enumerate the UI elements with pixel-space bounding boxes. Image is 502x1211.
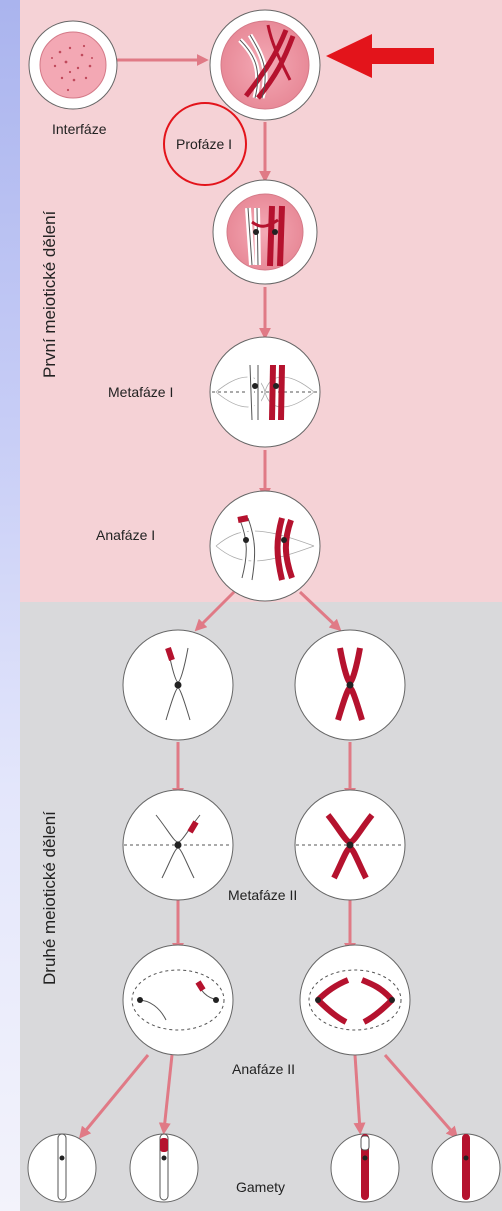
- interphase-label: Interfáze: [52, 121, 107, 137]
- first-division-label: První meiotické dělení: [40, 210, 59, 378]
- anaphase2-right-cell: [299, 944, 411, 1056]
- flow-arrows: [78, 54, 459, 1139]
- gametes-label: Gamety: [236, 1179, 285, 1195]
- metaphase2-left-cell: [122, 789, 234, 901]
- prophase2-right-cell: [294, 629, 406, 741]
- second-division-label: Druhé meiotické dělení: [40, 811, 59, 985]
- gamete-cell-2: [129, 1133, 199, 1203]
- prophase-label: Profáze I: [176, 136, 232, 152]
- highlight-circle: [163, 102, 247, 186]
- metaphase1-cell: [209, 336, 321, 448]
- interphase-cell: [28, 20, 118, 110]
- metaphase2-label: Metafáze II: [228, 887, 297, 903]
- metaphase2-right-cell: [294, 789, 406, 901]
- anaphase1-label: Anafáze I: [96, 527, 155, 543]
- prophase2-left-cell: [122, 629, 234, 741]
- gamete-cell-4: [431, 1133, 501, 1203]
- prophase-cell: [209, 9, 321, 121]
- anaphase2-label: Anafáze II: [232, 1061, 295, 1077]
- tetrad-cell: [212, 179, 318, 285]
- pointer-arrow: [326, 34, 434, 78]
- left-gradient-strip: [0, 0, 20, 1211]
- second-division-panel: [20, 602, 502, 1211]
- gamete-cell-3: [330, 1133, 400, 1203]
- gamete-cell-1: [27, 1133, 97, 1203]
- metaphase1-label: Metafáze I: [108, 384, 173, 400]
- anaphase1-cell: [209, 490, 321, 602]
- anaphase2-left-cell: [122, 944, 234, 1056]
